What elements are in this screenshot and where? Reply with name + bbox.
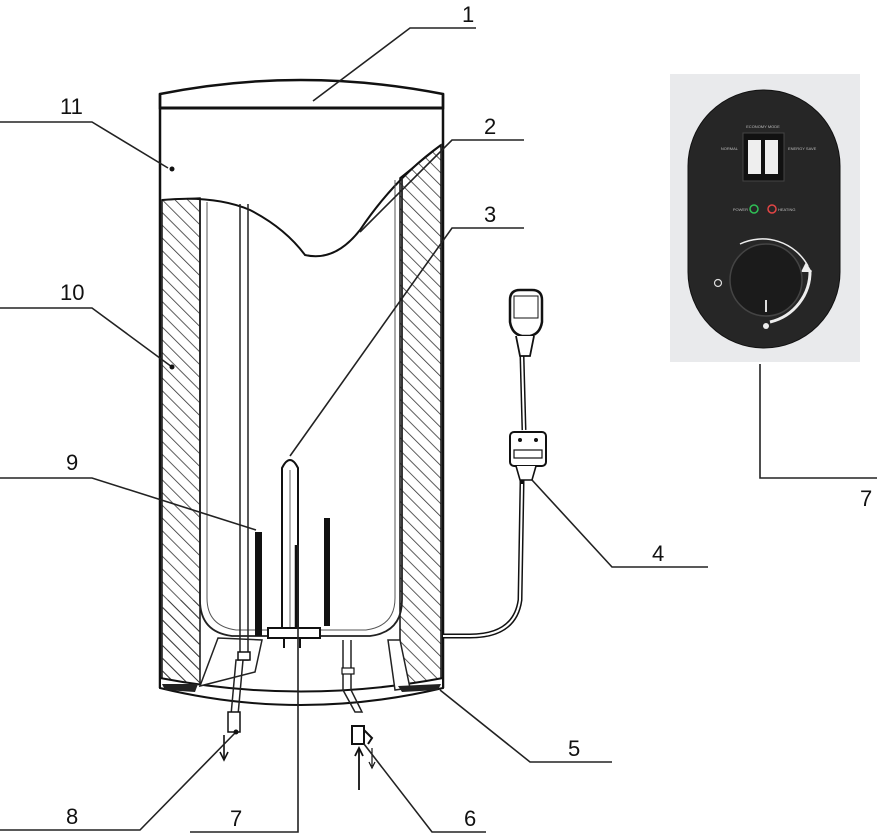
inflow-arrow	[354, 745, 364, 790]
rcd-protection-device	[509, 431, 547, 467]
power-plug	[508, 288, 544, 338]
power-cord	[443, 288, 547, 639]
callout-3: 3	[484, 202, 496, 227]
leader-10	[0, 307, 173, 368]
tank	[158, 78, 445, 790]
inner-tank	[199, 178, 403, 637]
tank-base	[159, 676, 444, 706]
callout-5: 5	[568, 736, 580, 761]
cold-water-inlet-pipe	[342, 672, 364, 713]
cutaway-edge	[161, 144, 442, 258]
leader-8	[0, 731, 237, 831]
leader-1	[312, 27, 476, 102]
insulation-right	[399, 143, 442, 693]
callout-2: 2	[484, 114, 496, 139]
callout-6: 6	[464, 806, 476, 831]
leader-3	[289, 227, 524, 457]
leader-6	[363, 743, 486, 833]
label-heating: HEATING	[778, 207, 795, 212]
magnesium-anode	[255, 532, 262, 636]
outflow-arrow	[219, 735, 229, 762]
callout-4: 4	[652, 541, 664, 566]
label-economy-mode: ECONOMY MODE	[746, 124, 780, 129]
drain-arrow	[368, 748, 376, 770]
callout-numbers: 1 2 3 4 5 6 7 7 8 9 10 11	[60, 2, 872, 831]
heating-element	[281, 459, 299, 636]
control-panel: ECONOMY MODE NORMAL ENERGY SAVE POWER HE…	[670, 74, 860, 362]
callout-9: 9	[66, 450, 78, 475]
leader-5	[439, 689, 612, 763]
leader-7-bottom	[190, 545, 299, 833]
sensor-rod	[324, 518, 330, 626]
label-normal: NORMAL	[721, 146, 739, 151]
leader-2	[359, 139, 524, 233]
leader-9	[0, 477, 257, 531]
safety-valve	[351, 725, 365, 745]
leader-7-right	[759, 364, 877, 479]
callout-7-bottom: 7	[230, 806, 242, 831]
flange	[267, 627, 321, 639]
power-led	[749, 204, 759, 214]
label-energy-save: ENERGY SAVE	[788, 146, 817, 151]
callout-11: 11	[60, 94, 83, 119]
callout-7-right: 7	[860, 486, 872, 511]
heating-led	[767, 204, 777, 214]
callout-10: 10	[60, 280, 84, 305]
tank-top-cap	[158, 78, 445, 110]
callout-8: 8	[66, 804, 78, 829]
label-power: POWER	[733, 207, 748, 212]
leader-4	[531, 479, 708, 568]
callout-1: 1	[462, 2, 474, 27]
leader-11	[0, 121, 169, 169]
leader-lines	[0, 27, 877, 833]
temperature-knob	[729, 243, 803, 317]
